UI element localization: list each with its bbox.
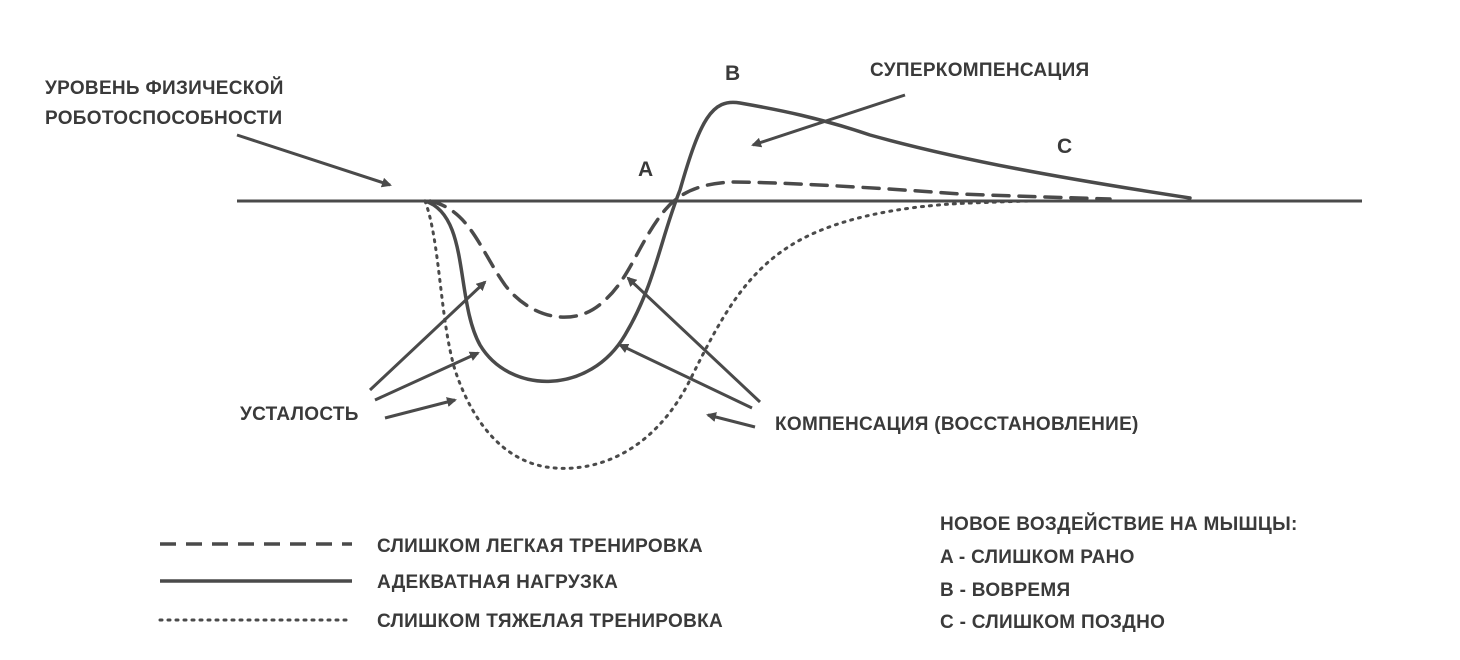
fatigue-arrow-3 xyxy=(384,397,457,420)
supercompensation-arrow xyxy=(751,93,906,148)
legend-adequate: АДЕКВАТНАЯ НАГРУЗКА xyxy=(377,572,618,593)
fatigue-arrow-1 xyxy=(368,280,487,392)
legend-too-heavy: СЛИШКОМ ТЯЖЕЛАЯ ТРЕНИРОВКА xyxy=(377,611,723,632)
supercompensation-label: СУПЕРКОМПЕНСАЦИЯ xyxy=(870,60,1090,81)
legend-too-light: СЛИШКОМ ЛЕГКАЯ ТРЕНИРОВКА xyxy=(377,536,703,557)
curve-too-light xyxy=(428,180,1112,319)
timing-a: A - СЛИШКОМ РАНО xyxy=(940,547,1135,568)
point-c-label: C xyxy=(1057,135,1072,158)
compensation-arrow-2 xyxy=(618,343,753,410)
compensation-arrow-1 xyxy=(626,276,762,404)
point-b-label: B xyxy=(725,62,740,85)
fatigue-arrow-2 xyxy=(374,351,480,402)
baseline-label-line2: РОБОТОСПОСОБНОСТИ xyxy=(45,108,283,129)
fatigue-label: УСТАЛОСТЬ xyxy=(240,404,359,425)
timing-title: НОВОЕ ВОЗДЕЙСТВИЕ НА МЫШЦЫ: xyxy=(940,513,1298,535)
compensation-arrow-3 xyxy=(706,412,756,429)
compensation-label: КОМПЕНСАЦИЯ (ВОССТАНОВЛЕНИЕ) xyxy=(775,414,1139,435)
timing-c: C - СЛИШКОМ ПОЗДНО xyxy=(940,612,1165,633)
curve-adequate xyxy=(423,100,1192,384)
timing-b: B - ВОВРЕМЯ xyxy=(940,580,1070,601)
point-a-label: A xyxy=(638,158,653,181)
baseline-arrow xyxy=(236,133,392,188)
baseline-label-line1: УРОВЕНЬ ФИЗИЧЕСКОЙ xyxy=(45,77,284,99)
